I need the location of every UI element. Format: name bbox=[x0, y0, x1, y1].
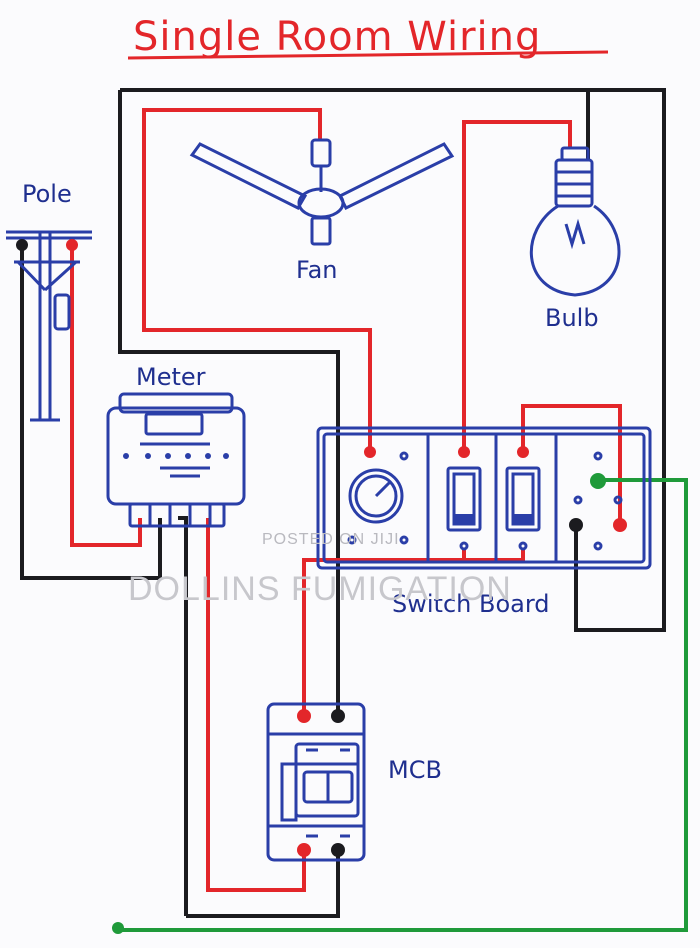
pole-label: Pole bbox=[22, 180, 72, 208]
fan-icon bbox=[189, 138, 455, 246]
switch-board-icon bbox=[316, 426, 652, 570]
bulb-icon bbox=[529, 146, 621, 297]
meter-label: Meter bbox=[136, 363, 206, 391]
pole-icon bbox=[6, 230, 92, 422]
meter-icon bbox=[106, 392, 246, 528]
mcb-label: MCB bbox=[388, 756, 442, 784]
earth-wires bbox=[112, 478, 688, 934]
switch-board-label: Switch Board bbox=[392, 590, 550, 618]
watermark-posted: POSTED ON JIJI bbox=[262, 531, 400, 548]
neutral-wires bbox=[20, 88, 666, 918]
mcb-icon bbox=[266, 702, 366, 862]
phase-wires bbox=[70, 108, 622, 892]
title-underline bbox=[127, 50, 609, 60]
watermark-dollins: DOLLINS FUMIGATION bbox=[128, 570, 512, 608]
fan-label: Fan bbox=[296, 256, 338, 284]
bulb-label: Bulb bbox=[545, 304, 599, 332]
